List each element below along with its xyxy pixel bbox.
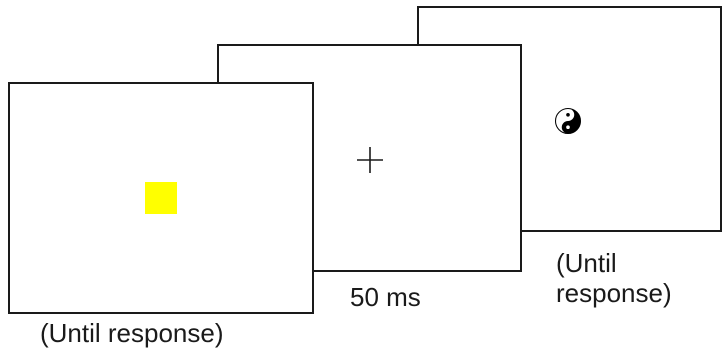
caption-first-screen: (Until response) — [40, 318, 224, 348]
caption-third-line2: response) — [556, 278, 672, 308]
screen-frame-first — [8, 82, 314, 314]
fixation-cross-icon — [357, 147, 383, 173]
caption-second-screen: 50 ms — [350, 282, 421, 312]
caption-third-screen: (Until response) — [556, 248, 672, 308]
yin-yang-icon — [555, 108, 581, 134]
yellow-square-stimulus — [145, 182, 177, 214]
caption-third-line1: (Until — [556, 248, 617, 278]
